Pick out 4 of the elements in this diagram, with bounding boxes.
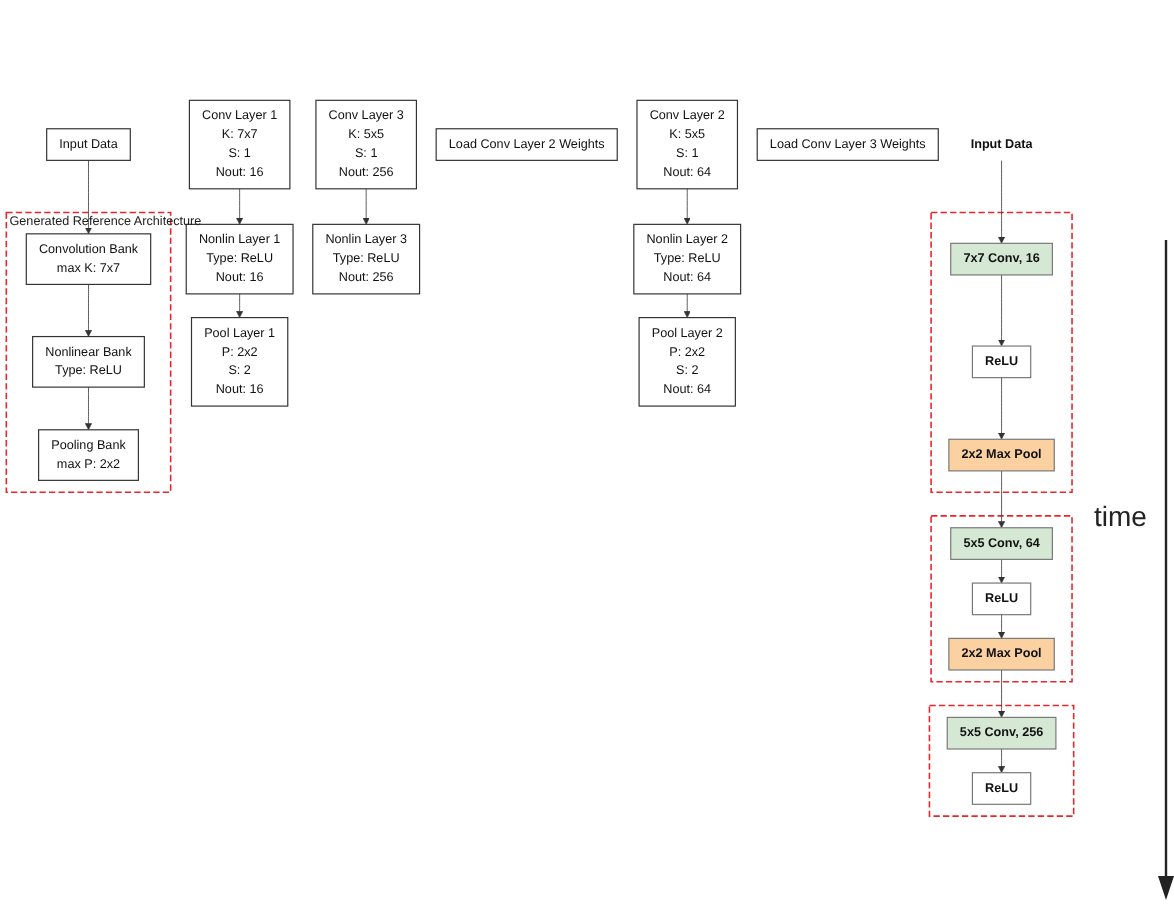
cluster [930,515,1073,684]
axis-label: time [1094,500,1147,532]
cluster [930,212,1073,494]
cluster [928,705,1075,818]
